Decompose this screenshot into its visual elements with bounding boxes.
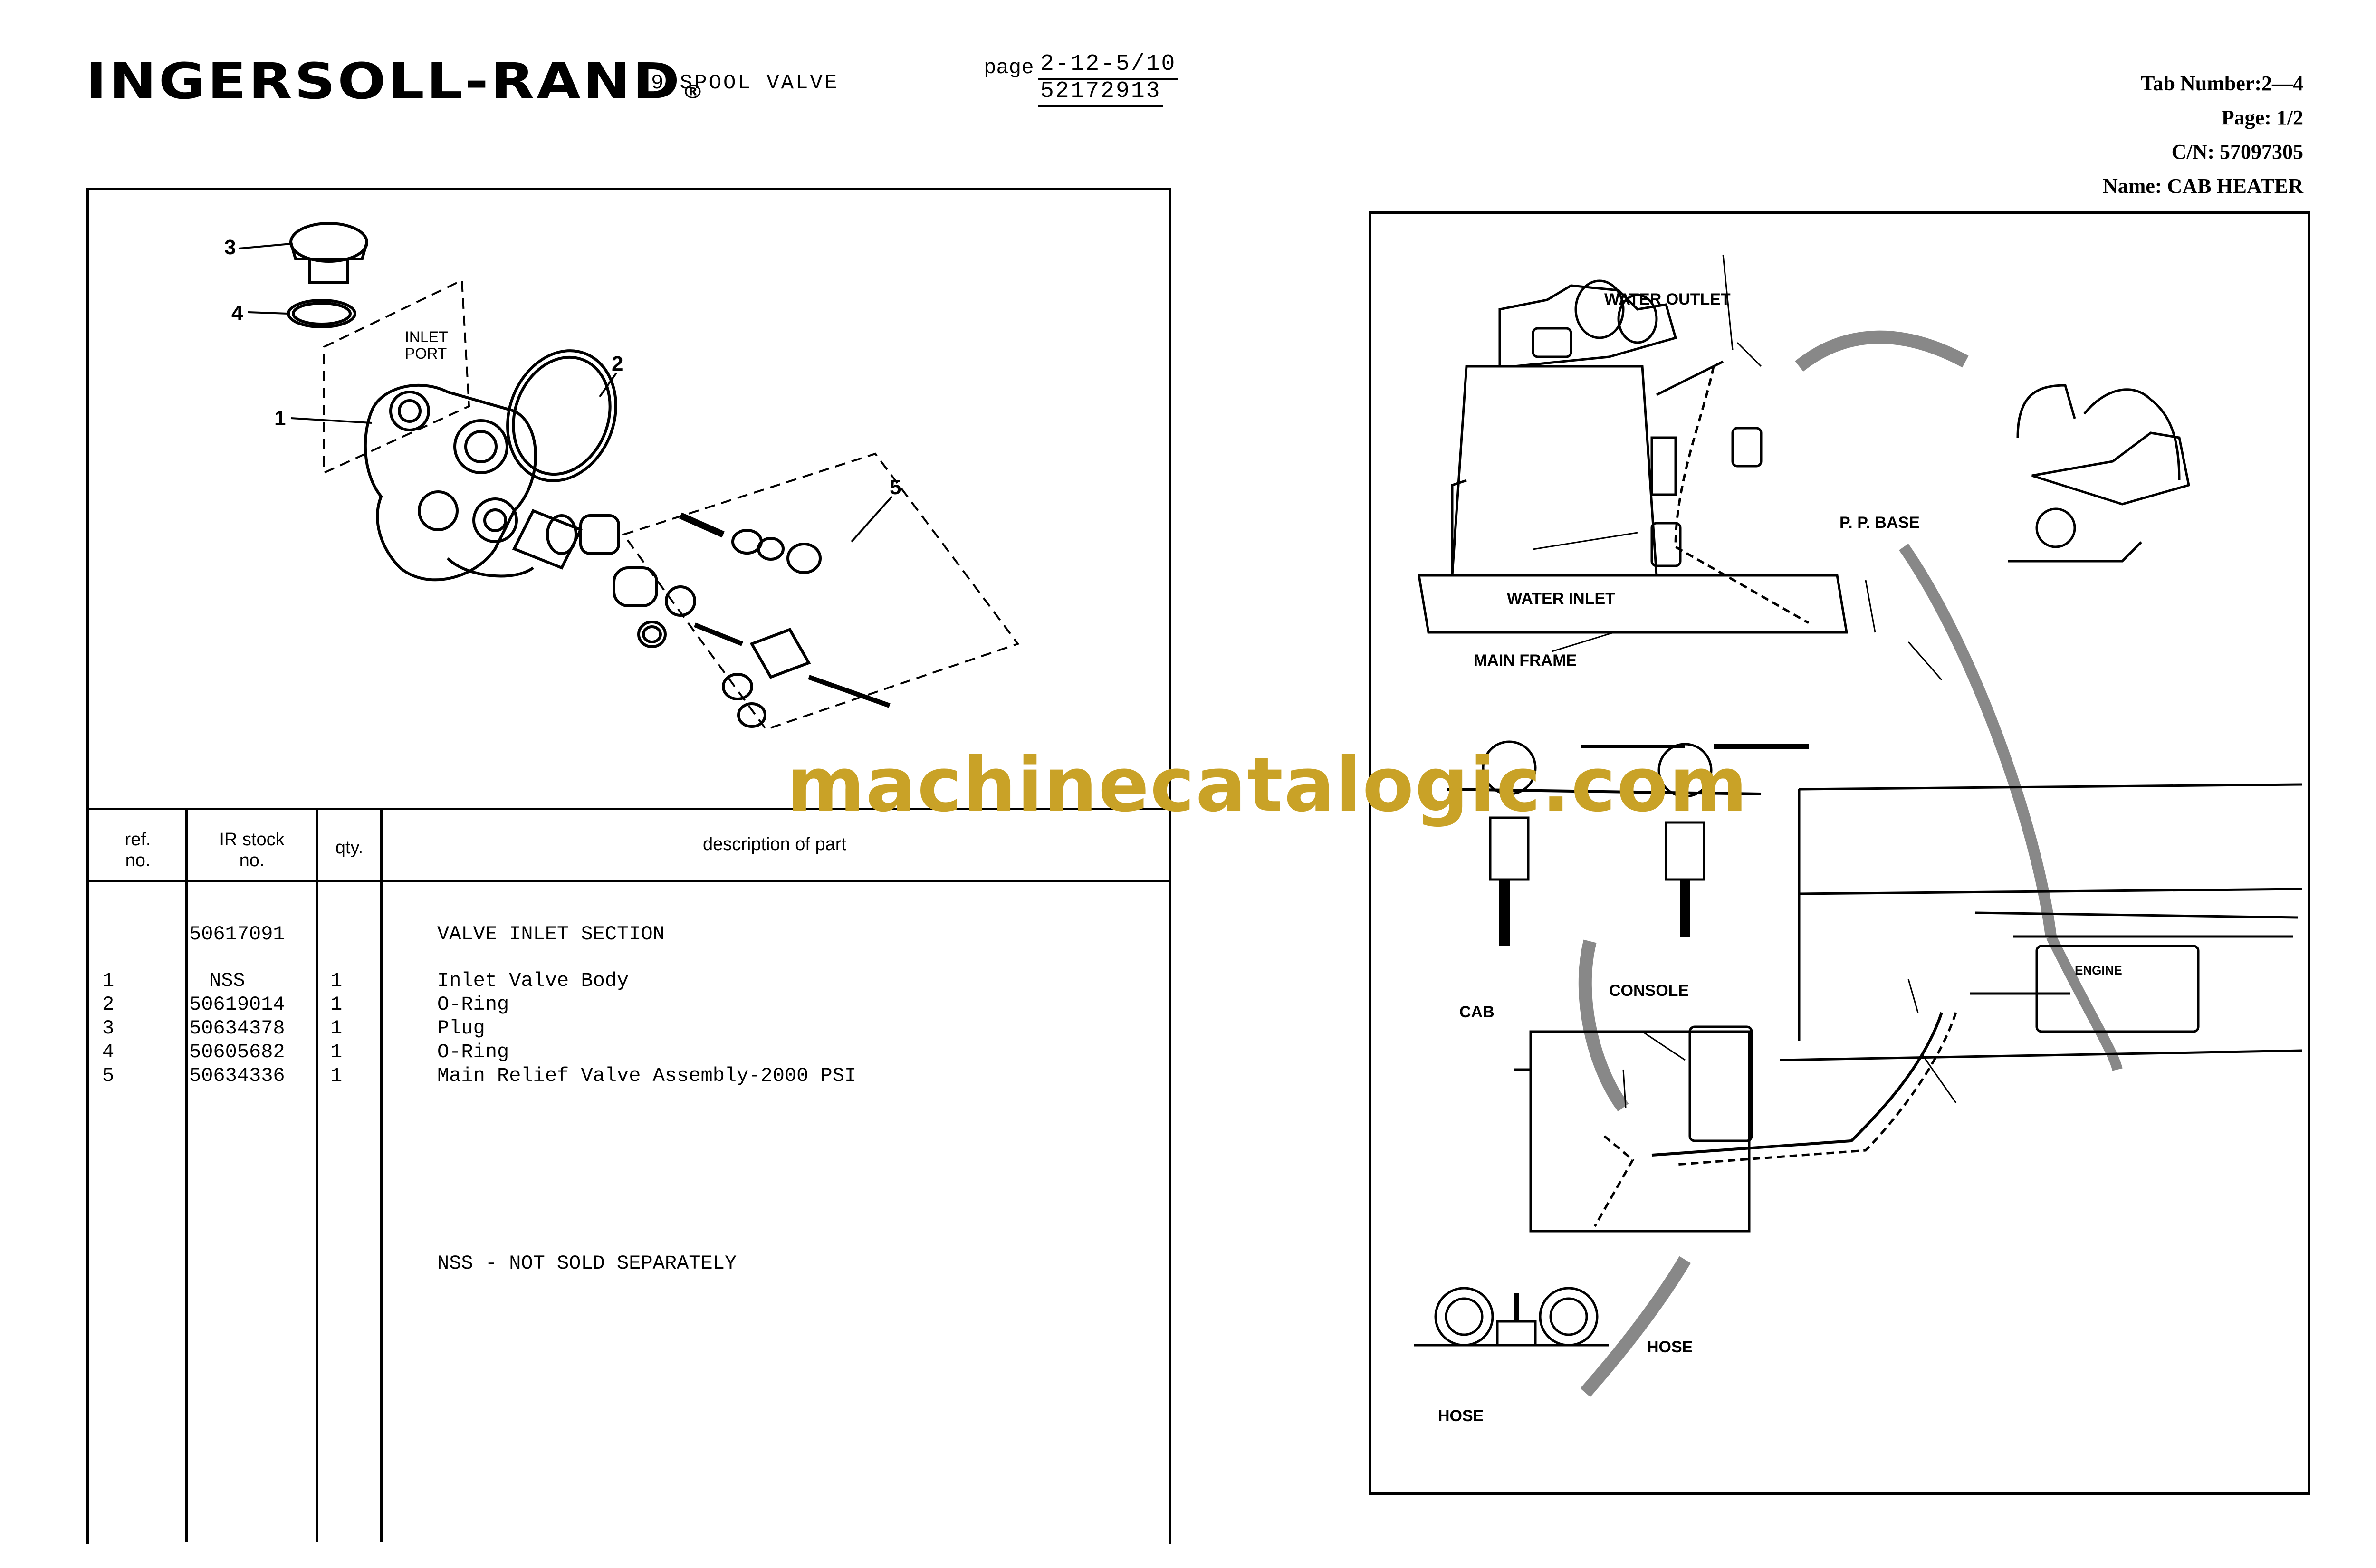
tab-number: Tab Number:2—4 — [2141, 72, 2303, 95]
table-header-bottom-rule — [86, 880, 1169, 882]
header-ref: ref. no. — [125, 830, 151, 870]
row-qty: 1 — [330, 969, 343, 992]
logo-text: INGERSOLL-RAND — [86, 52, 682, 110]
callout-5: 5 — [890, 476, 901, 499]
cab-heater-panel — [1369, 211, 2310, 1495]
row-description: O-Ring — [437, 993, 509, 1016]
row-ref: 4 — [102, 1041, 115, 1063]
row-ref: 3 — [102, 1017, 115, 1040]
document-title: 9 SPOOL VALVE — [651, 71, 839, 95]
cab-heater-diagram: WATER OUTLET WATER INLET MAIN FRAME P. P… — [1414, 254, 2302, 1425]
console-label: CONSOLE — [1609, 982, 1689, 1000]
pp-base-label: P. P. BASE — [1839, 514, 1920, 532]
water-inlet-label: WATER INLET — [1507, 590, 1615, 608]
row-stock: 50634378 — [189, 1017, 285, 1040]
row-qty: 1 — [330, 993, 343, 1016]
main-frame-label: MAIN FRAME — [1474, 651, 1577, 669]
row-qty: 1 — [330, 1064, 343, 1087]
header-stock: IR stock no. — [219, 830, 285, 870]
column-divider — [316, 808, 318, 1542]
row-qty: 1 — [330, 1041, 343, 1063]
assembly-description: VALVE INLET SECTION — [437, 923, 665, 946]
column-divider — [380, 808, 383, 1542]
callout-1: 1 — [274, 407, 286, 430]
part-number: 52172913 — [1038, 78, 1163, 107]
nss-footnote: NSS - NOT SOLD SEPARATELY — [437, 1252, 737, 1275]
watermark: machinecatalogic.com — [786, 741, 1749, 829]
assembly-stock: 50617091 — [189, 923, 285, 946]
row-description: O-Ring — [437, 1041, 509, 1063]
hose-right-label: HOSE — [1647, 1338, 1693, 1356]
callout-3: 3 — [224, 236, 236, 259]
inlet-label: INLET — [405, 328, 448, 345]
page-label: page — [984, 56, 1034, 80]
registered-mark: ® — [681, 81, 706, 103]
callout-2: 2 — [612, 352, 623, 375]
ingersoll-rand-logo: INGERSOLL-RAND® — [86, 52, 706, 110]
name-field: Name: CAB HEATER — [2102, 174, 2303, 198]
header-qty: qty. — [335, 838, 364, 858]
parts-panel — [86, 188, 1171, 1544]
row-stock: 50634336 — [189, 1064, 285, 1087]
hose-left-label: HOSE — [1438, 1407, 1484, 1425]
page-of: Page: 1/2 — [2221, 106, 2303, 129]
row-description: Main Relief Valve Assembly-2000 PSI — [437, 1064, 857, 1087]
row-stock: 50619014 — [189, 993, 285, 1016]
tab-info: Tab Number:2—4 Page: 1/2 C/N: 57097305 N… — [2103, 67, 2303, 203]
port-label: PORT — [405, 345, 447, 362]
page-number: 2-12-5/10 — [1038, 51, 1178, 80]
row-ref: 2 — [102, 993, 115, 1016]
row-description: Inlet Valve Body — [437, 969, 629, 992]
engine-label: ENGINE — [2075, 963, 2122, 977]
cab-label: CAB — [1459, 1003, 1495, 1021]
row-stock: NSS — [209, 969, 245, 992]
cn-number: C/N: 57097305 — [2171, 140, 2303, 163]
row-stock: 50605682 — [189, 1041, 285, 1063]
table-header-top-rule — [86, 808, 1169, 810]
row-qty: 1 — [330, 1017, 343, 1040]
callout-4: 4 — [231, 301, 243, 325]
column-divider — [185, 808, 188, 1542]
header-description: description of part — [702, 834, 847, 854]
spool-valve-exploded-diagram: 3 4 INLET PORT 2 1 5 — [224, 222, 1020, 731]
row-ref: 1 — [102, 969, 115, 992]
row-description: Plug — [437, 1017, 485, 1040]
row-ref: 5 — [102, 1064, 115, 1087]
water-outlet-label: WATER OUTLET — [1604, 290, 1731, 308]
